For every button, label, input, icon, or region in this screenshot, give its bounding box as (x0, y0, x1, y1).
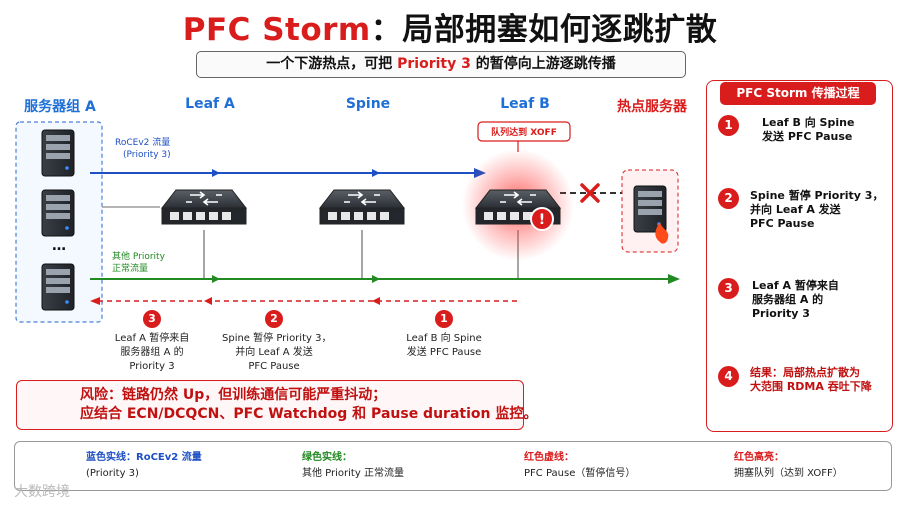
page-title: PFC Storm：局部拥塞如何逐跳扩散 (182, 12, 718, 48)
step-badge-2: 2 (265, 310, 283, 328)
legend-glow: 红色高亮：拥塞队列（达到 XOFF） (734, 452, 843, 479)
column-header-servers: 服务器组 A (24, 99, 96, 115)
svg-text:!: ! (539, 212, 545, 228)
legend-red: 红色虚线：PFC Pause（暂停信号） (524, 452, 636, 479)
column-header-leaf-a: Leaf A (185, 96, 235, 112)
risk-callout (16, 380, 524, 430)
column-header-spine: Spine (345, 96, 391, 112)
legend (14, 441, 892, 491)
panel-badge-3: 3 (718, 278, 739, 299)
legend-green: 绿色实线：其他 Priority 正常流量 (302, 452, 404, 479)
panel-title: PFC Storm 传播过程 (720, 82, 876, 105)
watermark-text: 大数跨境 (14, 484, 70, 500)
more-servers-dots: … (52, 238, 66, 254)
panel-badge-1: 1 (718, 115, 739, 136)
risk-text: 风险：链路仍然 Up，但训练通信可能严重抖动；应结合 ECN/DCQCN、PFC… (80, 387, 538, 422)
subtitle: 一个下游热点，可把 Priority 3 的暂停向上游逐跳传播 (196, 51, 686, 78)
step-badge-3: 3 (143, 310, 161, 328)
column-header-leaf-b: Leaf B (500, 96, 550, 112)
panel-item-4-text: 结果：局部热点扩散为大范围 RDMA 吞吐下降 (750, 366, 872, 393)
step-badge-1: 1 (435, 310, 453, 328)
panel-badge-2: 2 (718, 188, 739, 209)
legend-blue: 蓝色实线：RoCEv2 流量(Priority 3) (86, 452, 202, 479)
rocev2-label: RoCEv2 流量(Priority 3) (115, 138, 171, 160)
panel-badge-4: 4 (718, 366, 739, 387)
column-header-hot-server: 热点服务器 (617, 99, 687, 115)
xoff-label: 队列达到 XOFF (491, 128, 557, 138)
